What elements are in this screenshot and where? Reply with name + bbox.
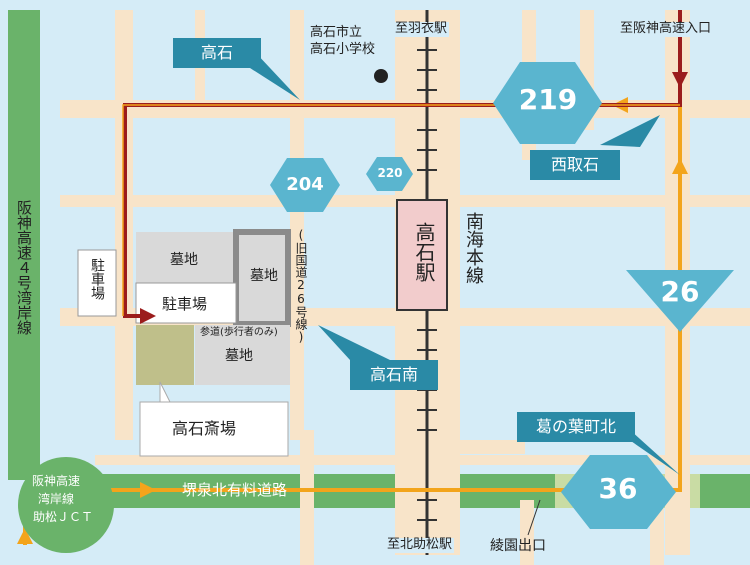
callout-nishitoriishi: 西取石 xyxy=(530,150,620,180)
funeral-hall-pointer xyxy=(159,381,171,403)
label-jct-1: 阪神高速 xyxy=(32,474,81,488)
cemetery-block-2 xyxy=(233,229,291,327)
school-marker xyxy=(374,69,388,83)
arrow-east-red xyxy=(140,308,156,324)
takaishi-station-building xyxy=(396,199,448,311)
arrow-up-jct xyxy=(17,528,33,544)
label-ryoen-exit: 綾園出口 xyxy=(490,538,546,554)
route-36-label: 36 xyxy=(598,472,638,505)
ryoen-exit-pointer xyxy=(527,499,541,536)
label-parking-side: 駐車場 xyxy=(89,258,105,300)
arrow-down-red xyxy=(672,72,688,88)
funeral-hall xyxy=(139,401,289,457)
route-26-shield xyxy=(626,270,734,332)
nishitoriishi-pointer xyxy=(600,115,660,147)
arrow-east-toll xyxy=(140,482,156,498)
label-nankai-line: 南海本線 xyxy=(463,212,484,284)
callout-takaishi-minami: 高石南 xyxy=(350,360,438,390)
label-to-hanshin: 至阪神高速入口 xyxy=(618,21,714,37)
label-approach-road: 参道(歩行者のみ) xyxy=(200,327,278,338)
jct-circle xyxy=(18,457,114,553)
label-toll-road: 堺泉北有料道路 xyxy=(182,481,288,499)
label-takaishi-station: 高石駅 xyxy=(412,222,436,282)
label-cemetery-2: 墓地 xyxy=(250,268,278,284)
takaishi-pointer xyxy=(250,52,300,100)
arrow-north xyxy=(672,158,688,174)
cemetery-plaza xyxy=(136,325,194,385)
route-204-shield xyxy=(270,158,340,212)
route-219-shield xyxy=(493,62,602,144)
route-220-label: 220 xyxy=(377,166,403,180)
cemetery-block-1 xyxy=(136,232,236,284)
callout-takaishi: 高石 xyxy=(173,38,261,68)
label-school-2: 高石小学校 xyxy=(310,42,376,57)
side-parking-box xyxy=(77,249,117,317)
route-219-label: 219 xyxy=(518,83,578,116)
label-parking: 駐車場 xyxy=(162,295,208,313)
label-jct-3: 助松ＪＣＴ xyxy=(33,510,94,524)
label-hanshin-route4: 阪神高速４号湾岸線 xyxy=(15,200,33,335)
takaishi-minami-pointer xyxy=(318,325,390,360)
route-220-shield xyxy=(366,157,413,191)
cemetery-block-3 xyxy=(195,325,290,385)
label-school-1: 高石市立 xyxy=(310,25,363,40)
label-to-kitasukematsu: 至北助松駅 xyxy=(385,537,455,553)
route-26-label: 26 xyxy=(660,275,700,308)
callout-kuzunoha: 葛の葉町北 xyxy=(517,412,635,442)
label-cemetery-1: 墓地 xyxy=(170,252,198,268)
route-36-shield xyxy=(561,455,676,529)
label-to-hagoromo: 至羽衣駅 xyxy=(393,21,450,37)
label-funeral-hall: 高石斎場 xyxy=(172,419,237,438)
route-204-label: 204 xyxy=(286,174,324,195)
label-jct-2: 湾岸線 xyxy=(38,492,75,506)
hanshin-route4-wangan xyxy=(8,10,40,480)
label-cemetery-3: 墓地 xyxy=(225,348,253,364)
label-old-route26: (旧国道26号線) xyxy=(294,228,308,344)
